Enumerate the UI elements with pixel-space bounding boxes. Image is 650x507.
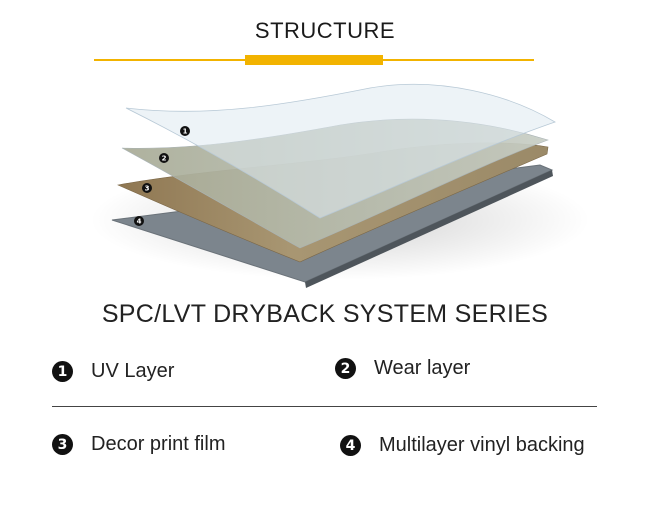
- series-title: SPC/LVT DRYBACK SYSTEM SERIES: [101, 300, 549, 328]
- legend-item-decor-film: 3 Decor print film: [52, 433, 225, 456]
- marker-4-label: 4: [137, 218, 142, 226]
- uv-layer: [125, 83, 556, 219]
- legend-label-decor-film: Decor print film: [91, 433, 226, 455]
- legend-label-wear-layer: Wear layer: [374, 357, 471, 379]
- legend-label-vinyl-backing: Multilayer vinyl backing: [379, 434, 585, 456]
- marker-1: 1: [180, 126, 190, 136]
- marker-3-label: 3: [145, 185, 150, 193]
- marker-2-label: 2: [162, 155, 167, 163]
- legend-number-4: 4: [340, 435, 361, 456]
- legend-item-uv-layer: 1 UV Layer: [52, 360, 174, 383]
- page-title: STRUCTURE: [254, 18, 396, 43]
- legend-number-1: 1: [52, 361, 73, 382]
- legend-item-wear-layer: 2 Wear layer: [335, 357, 470, 380]
- marker-1-label: 1: [183, 128, 188, 136]
- marker-2: 2: [159, 153, 169, 163]
- marker-3: 3: [142, 183, 152, 193]
- layer-structure-diagram: 1 2 3 4: [90, 83, 590, 288]
- legend-number-3: 3: [52, 434, 73, 455]
- title-accent-bar: [245, 55, 383, 65]
- legend-item-vinyl-backing: 4 Multilayer vinyl backing: [340, 434, 585, 457]
- legend-divider: [52, 406, 597, 407]
- legend-label-uv-layer: UV Layer: [91, 360, 175, 382]
- legend-number-2: 2: [335, 358, 356, 379]
- marker-4: 4: [134, 216, 144, 226]
